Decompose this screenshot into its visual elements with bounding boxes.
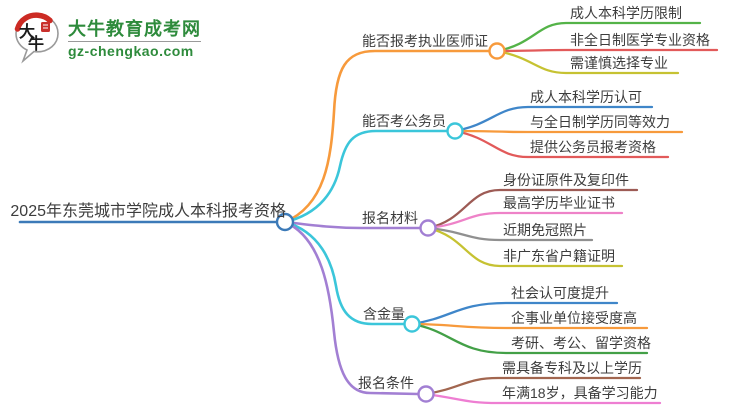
leaf-line-2-3 <box>426 226 624 268</box>
logo-text-block: 大牛教育成考网 gz-chengkao.com <box>68 18 201 59</box>
branch-node-circle-2[interactable] <box>419 219 437 237</box>
leaf-line-2-1 <box>426 211 624 230</box>
branch-line-2 <box>283 220 422 230</box>
leaf-line-2-0 <box>426 188 639 230</box>
leaf-topic-2-3[interactable]: 非广东省户籍证明 <box>503 248 615 264</box>
seal-marks <box>43 24 48 29</box>
leaf-topic-3-1[interactable]: 企事业单位接受度高 <box>511 310 637 326</box>
branch-node-circle-4[interactable] <box>417 385 435 403</box>
central-node-circle[interactable] <box>275 212 295 232</box>
leaf-topic-2-1[interactable]: 最高学历毕业证书 <box>503 195 615 211</box>
brand-name: 大牛教育成考网 <box>68 18 201 39</box>
red-seal-icon <box>41 22 50 32</box>
leaf-line-3-1 <box>410 322 649 330</box>
leaf-topic-4-1[interactable]: 年满18岁，具备学习能力 <box>502 385 658 401</box>
leaf-topic-3-0[interactable]: 社会认可度提升 <box>511 285 609 301</box>
leaf-topic-0-1[interactable]: 非全日制医学专业资格 <box>570 32 710 48</box>
branch-line-4 <box>283 220 420 396</box>
leaf-line-4-0 <box>424 376 642 396</box>
leaf-line-0-0 <box>495 21 702 53</box>
leaf-topic-3-2[interactable]: 考研、考公、留学资格 <box>511 335 651 351</box>
brand-domain: gz-chengkao.com <box>68 42 194 59</box>
logo-divider <box>68 40 201 42</box>
leaf-line-0-1 <box>495 48 719 53</box>
leaf-topic-2-2[interactable]: 近期免冠照片 <box>503 222 587 238</box>
branch-line-1 <box>283 129 449 224</box>
leaf-topic-1-1[interactable]: 与全日制学历同等效力 <box>530 114 670 130</box>
branch-topic-materials[interactable]: 报名材料 <box>362 210 418 226</box>
leaf-topic-0-0[interactable]: 成人本科学历限制 <box>570 5 682 21</box>
leaf-line-0-2 <box>495 49 680 75</box>
branch-node-circle-3[interactable] <box>403 315 421 333</box>
branch-node-circle-0[interactable] <box>488 42 506 60</box>
speech-bubble-logo-icon: 大 牛 <box>14 12 59 64</box>
leaf-line-2-2 <box>426 226 594 242</box>
branch-topic-value[interactable]: 含金量 <box>363 306 405 322</box>
leaf-topic-4-0[interactable]: 需具备专科及以上学历 <box>502 360 642 376</box>
branch-node-circle-1[interactable] <box>446 122 464 140</box>
leaf-topic-2-0[interactable]: 身份证原件及复印件 <box>503 172 629 188</box>
logo-char-niu: 牛 <box>28 34 44 53</box>
red-arc <box>14 12 53 32</box>
branch-line-3 <box>283 220 406 326</box>
leaf-topic-1-2[interactable]: 提供公务员报考资格 <box>530 139 656 155</box>
leaf-line-3-0 <box>410 301 619 326</box>
logo-char-da: 大 <box>19 22 35 41</box>
site-logo[interactable]: 大 牛 大牛教育成考网 gz-chengkao.com <box>12 12 201 64</box>
central-topic[interactable]: 2025年东莞城市学院成人本科报考资格 <box>10 203 286 220</box>
leaf-line-1-0 <box>453 105 654 133</box>
branch-topic-medical-license[interactable]: 能否报考执业医师证 <box>362 33 488 49</box>
leaf-topic-0-2[interactable]: 需谨慎选择专业 <box>570 55 668 71</box>
branch-line-0 <box>283 49 492 224</box>
branch-topic-requirements[interactable]: 报名条件 <box>358 375 414 391</box>
leaf-line-3-2 <box>410 322 649 355</box>
leaf-line-1-2 <box>453 129 670 159</box>
leaf-line-4-1 <box>424 392 662 405</box>
leaf-topic-1-0[interactable]: 成人本科学历认可 <box>530 89 642 105</box>
leaf-line-1-1 <box>453 129 684 134</box>
branch-topic-civil-servant[interactable]: 能否考公务员 <box>362 113 446 129</box>
